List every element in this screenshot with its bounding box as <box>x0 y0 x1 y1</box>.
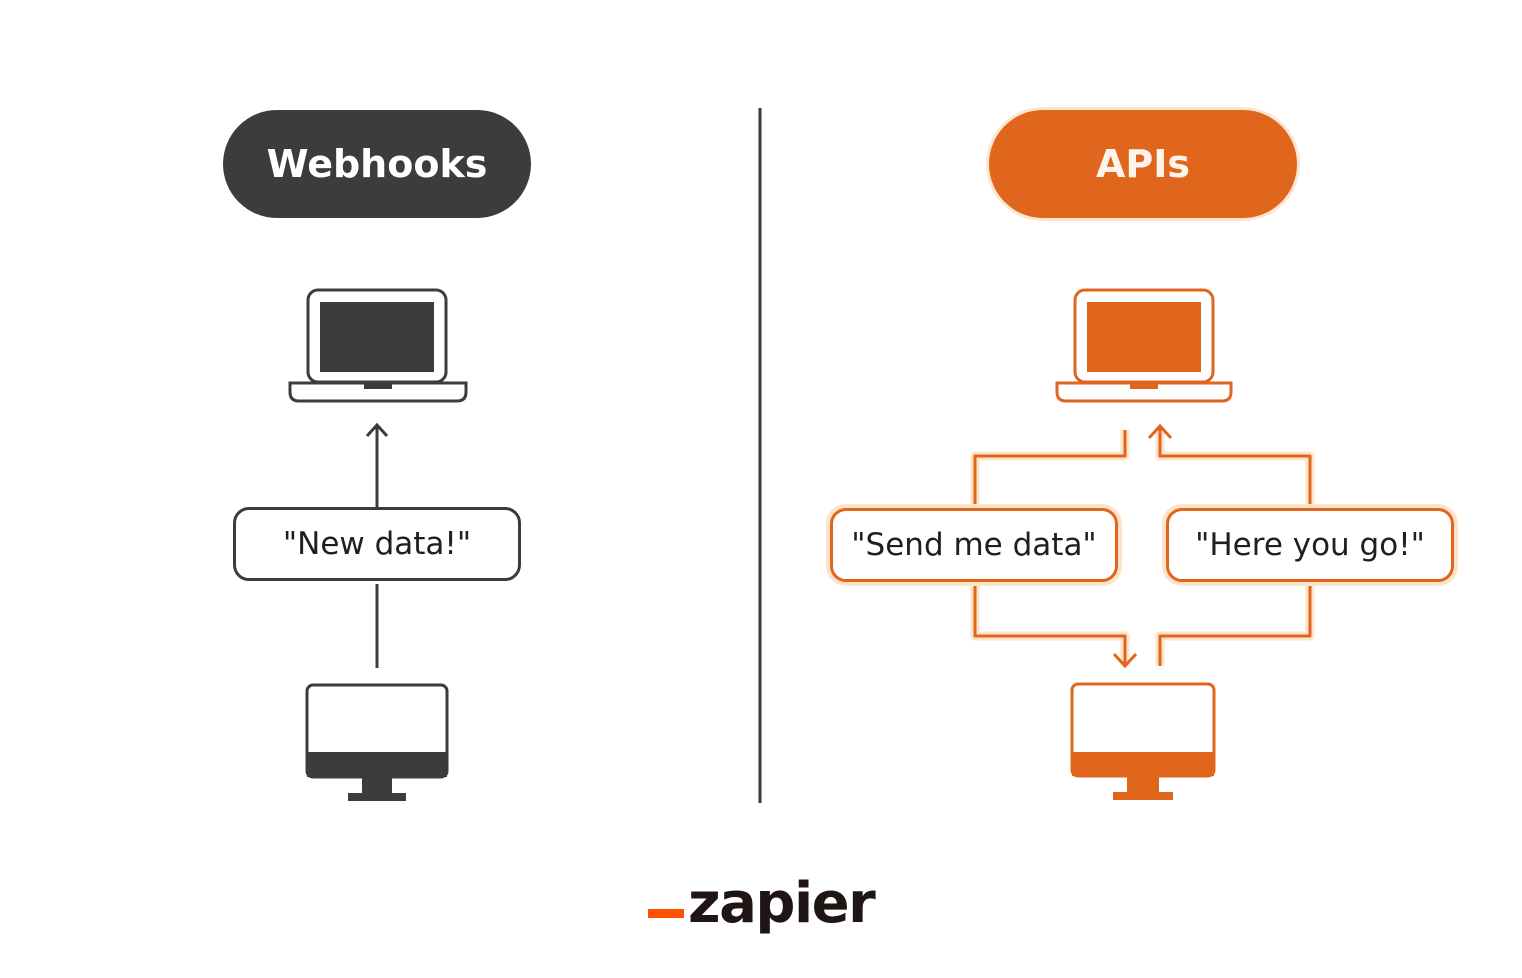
api-desktop-monitor-icon <box>1070 682 1216 800</box>
webhook-arrow-up-icon <box>365 422 389 668</box>
api-response-message: "Here you go!" <box>1195 527 1425 563</box>
webhook-desktop-monitor-icon <box>305 683 449 801</box>
api-request-path <box>970 430 1130 664</box>
api-arrow-up-icon <box>1147 423 1173 440</box>
webhooks-title: Webhooks <box>266 142 488 186</box>
webhook-message: "New data!" <box>282 526 472 562</box>
apis-title: APIs <box>1095 142 1191 186</box>
apis-title-pill: APIs <box>989 110 1297 218</box>
api-request-message: "Send me data" <box>851 527 1097 563</box>
api-arrow-down-icon <box>1112 652 1138 669</box>
api-request-bubble: "Send me data" <box>830 508 1118 582</box>
api-response-path <box>1155 428 1315 666</box>
webhook-message-bubble: "New data!" <box>233 507 521 581</box>
logo-underscore-mark <box>648 909 684 918</box>
zapier-logo: zapier <box>648 862 876 936</box>
webhook-laptop-icon <box>288 288 468 403</box>
webhooks-title-pill: Webhooks <box>223 110 531 218</box>
logo-wordmark: zapier <box>688 871 876 936</box>
api-laptop-icon <box>1055 288 1233 403</box>
api-response-bubble: "Here you go!" <box>1166 508 1454 582</box>
